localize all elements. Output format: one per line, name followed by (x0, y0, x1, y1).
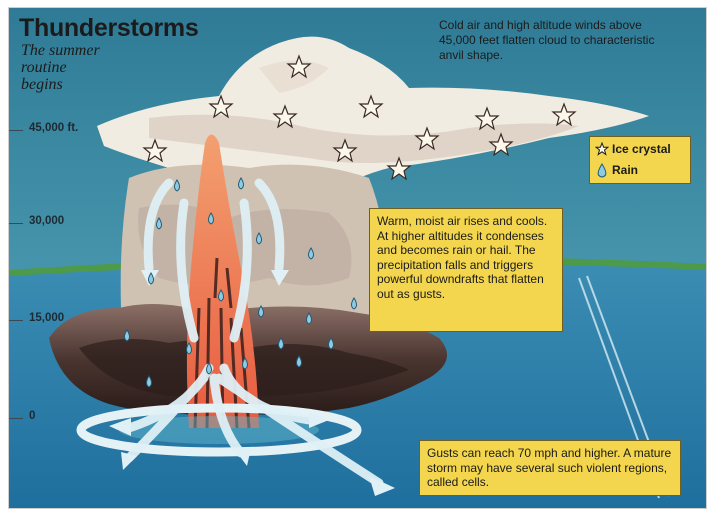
updraft-callout: Warm, moist air rises and cools. At high… (369, 208, 563, 332)
altitude-label-15000: 15,000 (29, 312, 64, 324)
gusts-callout: Gusts can reach 70 mph and higher. A mat… (419, 440, 681, 496)
altitude-tick-15000 (9, 320, 23, 321)
legend: Ice crystal Rain (589, 136, 691, 184)
storm-illustration (9, 8, 706, 508)
legend-star-icon (595, 142, 609, 156)
altitude-label-30000: 30,000 (29, 215, 64, 227)
legend-rain-label: Rain (612, 163, 638, 177)
altitude-tick-30000 (9, 223, 23, 224)
altitude-label-45000: 45,000 ft. (29, 122, 78, 134)
legend-raindrop-icon (596, 163, 608, 179)
altitude-tick-0 (9, 418, 23, 419)
altitude-tick-45000 (9, 130, 23, 131)
page-subtitle: The summer routine begins (21, 42, 111, 93)
diagram-frame: Thunderstorms The summer routine begins … (8, 7, 707, 509)
page-title: Thunderstorms (19, 14, 198, 43)
anvil-note: Cold air and high altitude winds above 4… (439, 18, 669, 63)
altitude-label-0: 0 (29, 410, 35, 422)
legend-ice-crystal-label: Ice crystal (612, 142, 671, 156)
